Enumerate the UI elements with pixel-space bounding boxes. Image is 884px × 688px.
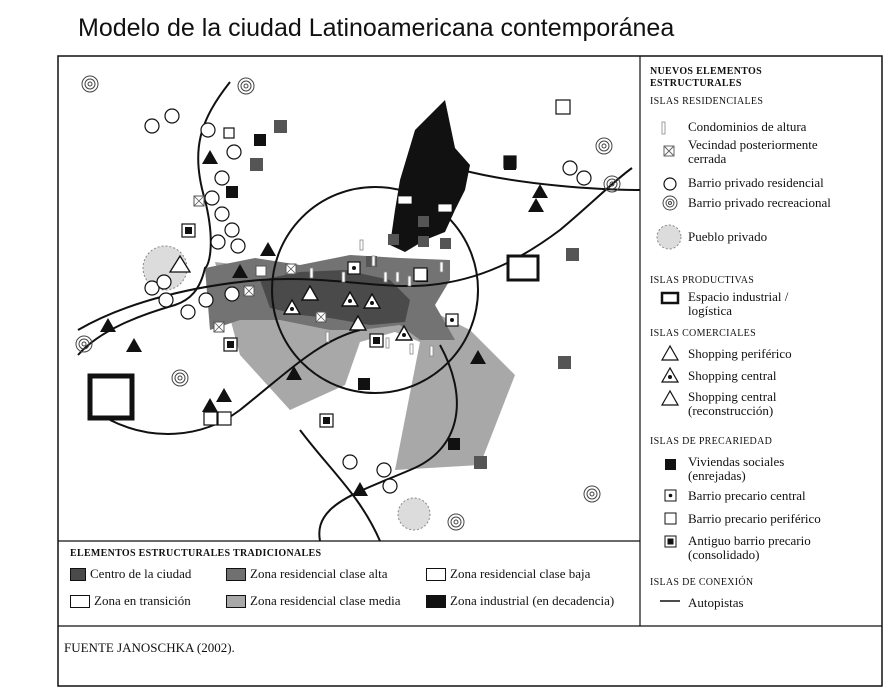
legend-label: Vecindad posteriormente cerrada: [688, 137, 818, 166]
trad-item-media: Zona residencial clase media: [226, 593, 401, 609]
swatch-media: [226, 594, 246, 608]
triangle-dot-icon: [282, 290, 414, 341]
traditional-header: ELEMENTOS ESTRUCTURALES TRADICIONALES: [70, 548, 322, 559]
legend-label: Espacio industrial / logística: [688, 289, 789, 318]
source-citation: FUENTE JANOSCHKA (2002).: [64, 640, 235, 655]
swatch-industrial: [426, 594, 446, 608]
section-connection: ISLAS DE CONEXIÓN: [650, 577, 754, 588]
trad-label: Zona en transición: [94, 593, 191, 608]
trad-label: Zona residencial clase baja: [450, 566, 591, 581]
section-precarity: ISLAS DE PRECARIEDAD: [650, 436, 773, 447]
legend-symbols: [656, 121, 682, 602]
legend-label: Barrio precario periférico: [688, 511, 821, 526]
industrial-rect-icon: [87, 254, 540, 421]
pueblo-privado: [397, 497, 431, 531]
highway: [77, 81, 231, 356]
legend-label: Shopping central: [688, 368, 777, 383]
trad-label: Zona residencial clase alta: [250, 566, 388, 581]
central-ring: [271, 186, 479, 394]
legend-label: Pueblo privado: [688, 229, 768, 244]
swatch-centro: [70, 567, 86, 581]
highway: [461, 169, 641, 191]
legend-label: Shopping periférico: [688, 346, 792, 361]
spiral-circle-icon: [75, 75, 621, 531]
outer-border: [57, 55, 883, 687]
legend-label: Autopistas: [688, 595, 744, 610]
highway: [109, 329, 361, 435]
triangle-outline-icon: [300, 284, 368, 331]
tall-condo-icon: [309, 239, 444, 357]
swatch-alta: [226, 567, 246, 581]
trad-item-centro: Centro de la ciudad: [70, 566, 191, 582]
triangle-filled-icon: [100, 150, 548, 496]
trad-item-alta: Zona residencial clase alta: [226, 566, 388, 582]
swatch-baja: [426, 567, 446, 581]
empty-square-icon: [203, 99, 571, 426]
trad-item-industrial: Zona industrial (en decadencia): [426, 593, 614, 609]
trad-item-transicion: Zona en transición: [70, 593, 191, 609]
legend-label: Barrio precario central: [688, 488, 806, 503]
highway: [77, 167, 633, 331]
zone-industrial: [390, 100, 470, 252]
legend-header: ESTRUCTURALES: [650, 78, 742, 89]
circle-icon: [144, 108, 592, 494]
trad-label: Centro de la ciudad: [90, 566, 192, 581]
legend-header: NUEVOS ELEMENTOS: [650, 66, 762, 77]
legend-label: Viviendas sociales (enrejadas): [688, 454, 785, 483]
legend-label: Shopping central (reconstrucción): [688, 389, 777, 418]
swatch-transicion: [70, 594, 90, 608]
page-title: Modelo de la ciudad Latinoamericana cont…: [78, 14, 675, 42]
highway: [299, 429, 381, 542]
legend-label: Condominios de altura: [688, 119, 807, 134]
triangle-outline-icon: [168, 254, 192, 273]
trad-label: Zona residencial clase media: [250, 593, 401, 608]
section-residential: ISLAS RESIDENCIALES: [650, 96, 764, 107]
legend-label: Barrio privado recreacional: [688, 195, 831, 210]
dark-gray-square-icon: [250, 120, 579, 469]
section-commercial: ISLAS COMERCIALES: [650, 328, 756, 339]
legend-label: Barrio privado residencial: [688, 175, 824, 190]
trad-label: Zona industrial (en decadencia): [450, 593, 615, 608]
section-productive: ISLAS PRODUCTIVAS: [650, 275, 755, 286]
trad-item-baja: Zona residencial clase baja: [426, 566, 590, 582]
legend-label: Antiguo barrio precario (consolidado): [688, 533, 811, 562]
